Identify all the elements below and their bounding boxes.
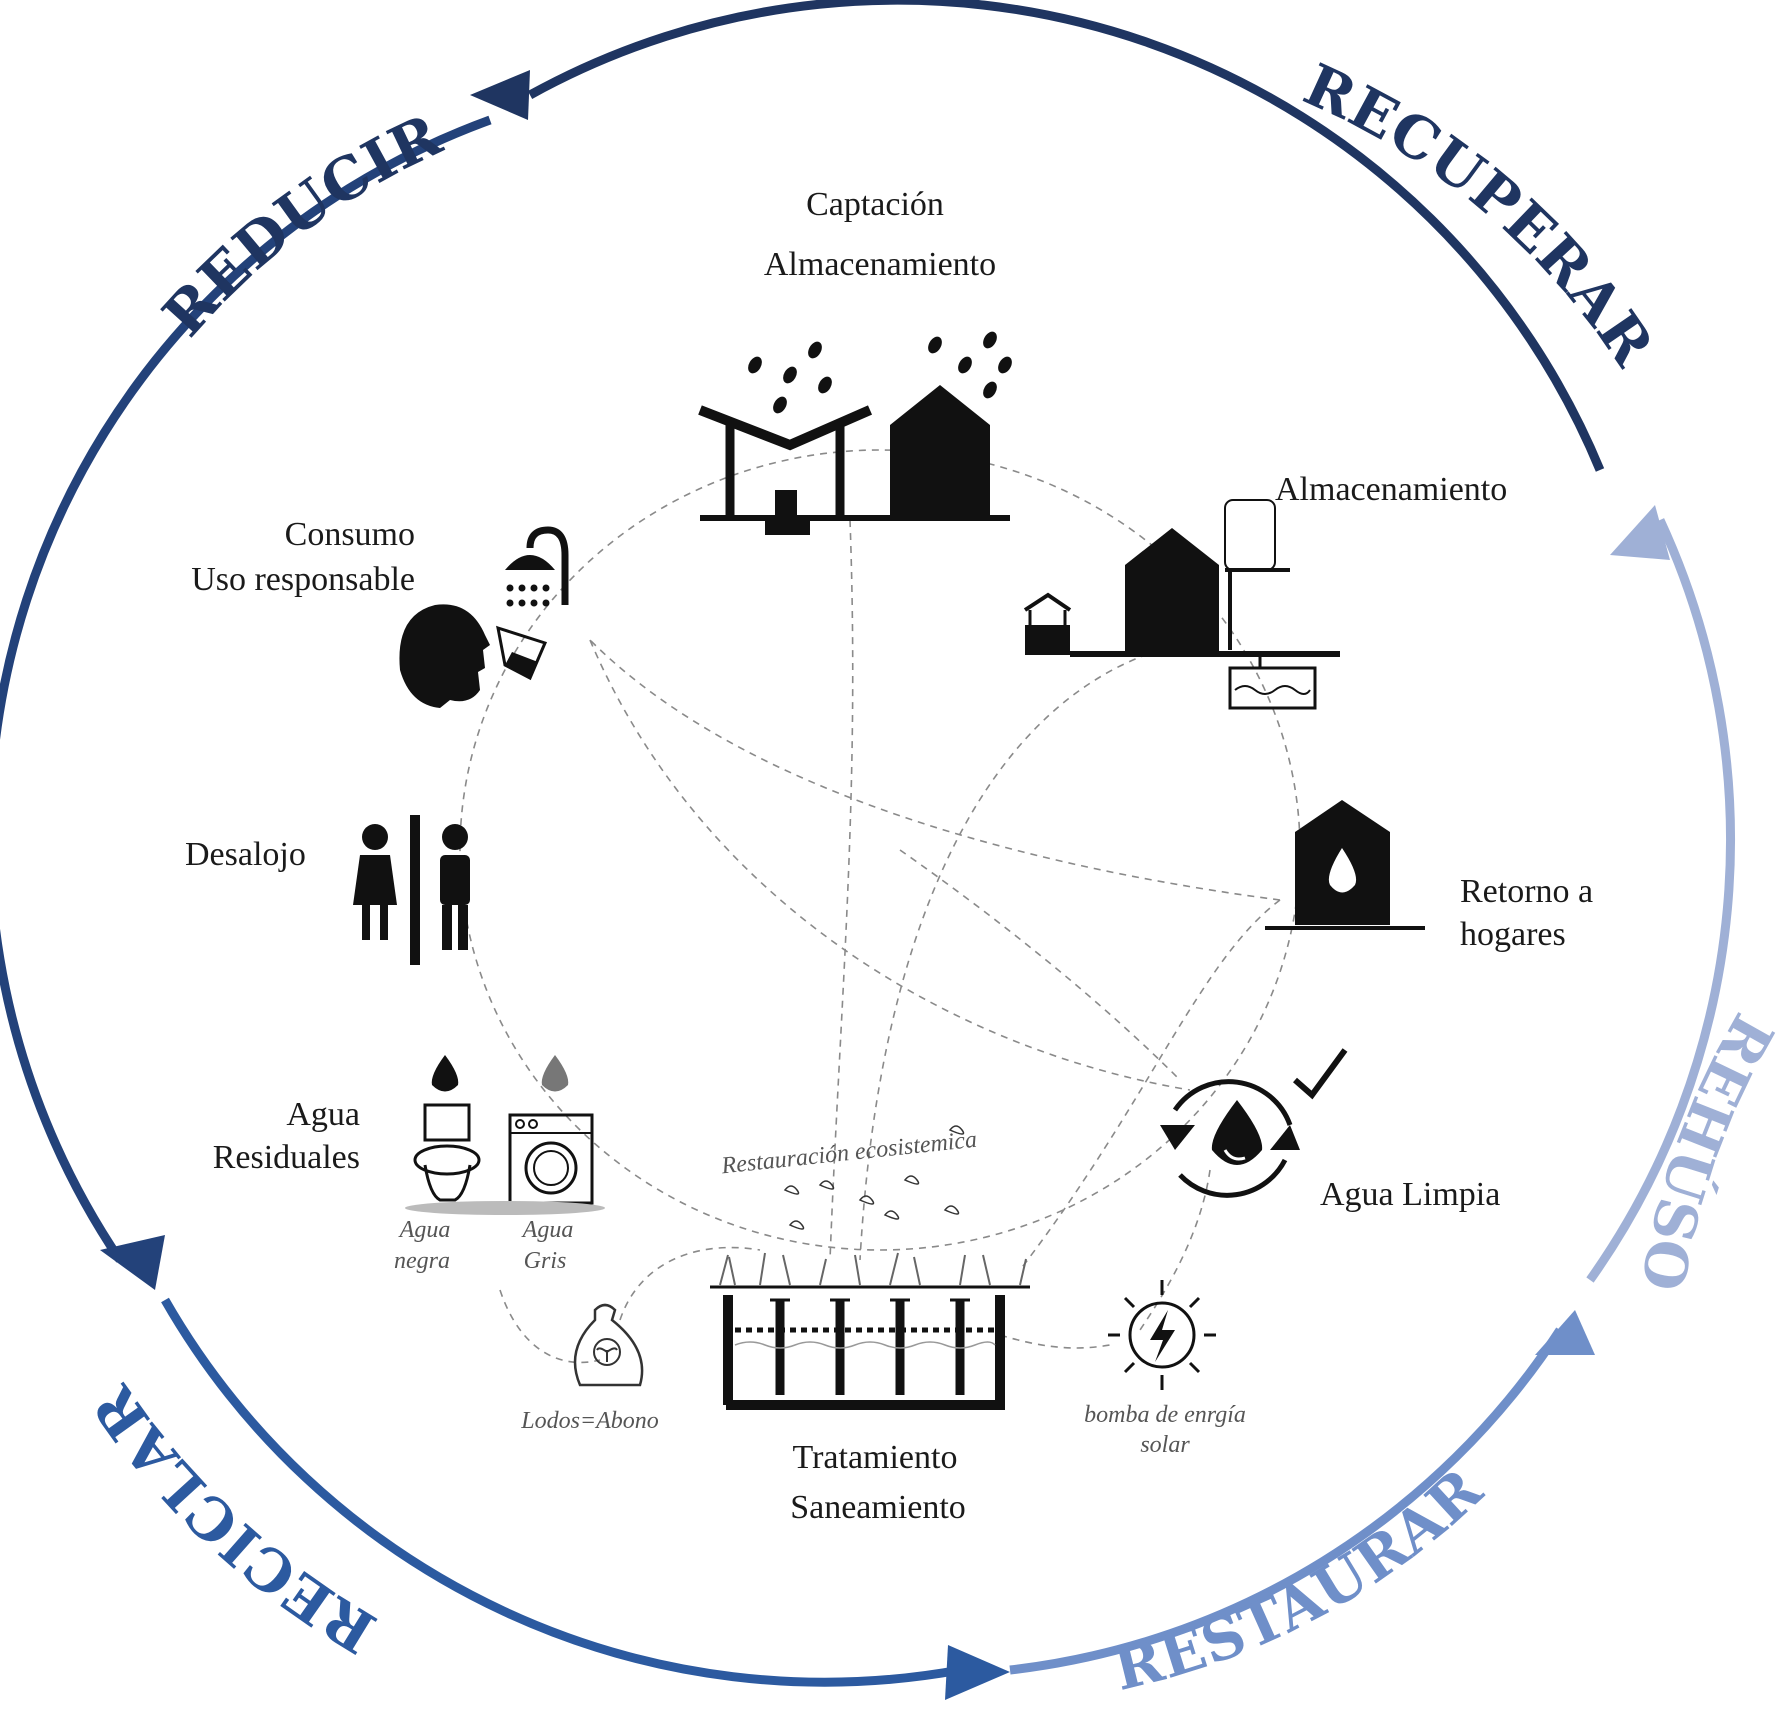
home-water-icon [1265, 800, 1425, 930]
compost-bag-icon [573, 1303, 644, 1387]
cycle-label-rehuso: REHÚSO [1627, 1003, 1784, 1297]
cycle-ring [0, 0, 1735, 1700]
flow-lodos-tratamiento [619, 1246, 761, 1321]
arrowhead-restaurar [945, 1645, 1010, 1700]
bomba-line1: bomba de enrgía [1084, 1402, 1246, 1428]
retorno-line2: hogares [1460, 916, 1566, 953]
wetland-grass-icon [710, 1252, 1030, 1289]
flow-captacion-tratamiento [829, 519, 854, 1261]
agua-gris-line1: Agua [521, 1217, 574, 1243]
rain-capture-icon [698, 331, 1012, 535]
consumo-subtitle: Uso responsable [191, 561, 415, 598]
shower-icon [505, 526, 569, 607]
arrowhead-restaurar-up [1535, 1310, 1595, 1355]
cycle-label-restaurar: RESTAURAR [1107, 1455, 1495, 1704]
captacion-title: Captación [806, 186, 944, 223]
flow-retorno-tratamiento [1019, 899, 1281, 1271]
agua-residuales-line1: Agua [286, 1096, 360, 1133]
agua-negra-line2: negra [394, 1248, 450, 1274]
butterflies-icon [783, 1125, 965, 1230]
arrowhead-reciclar [100, 1235, 165, 1290]
agua-residuales-line2: Residuales [213, 1139, 360, 1176]
ring-bottom-segment [161, 1297, 961, 1687]
cycle-label-reciclar: RECICLAR [79, 1373, 387, 1666]
storage-house-icon [1023, 499, 1340, 710]
toilet-washer-icon [405, 1055, 605, 1215]
desalojo-label: Desalojo [185, 836, 306, 873]
ring-bottom-right-segment [1009, 1327, 1564, 1675]
flow-consumo-limpia [589, 639, 1191, 1091]
ring-left-segment [0, 115, 492, 1263]
tratamiento-subtitle: Saneamiento [790, 1489, 966, 1526]
almacenamiento-label: Almacenamiento [1275, 471, 1507, 508]
agua-gris-line2: Gris [524, 1248, 567, 1274]
tratamiento-title: Tratamiento [793, 1439, 958, 1476]
ring-top-segment [527, 0, 1605, 472]
clean-water-recycle-icon [1160, 1048, 1348, 1198]
flow-limpia-bomba [1139, 1169, 1211, 1331]
captacion-subtitle: Almacenamiento [764, 246, 996, 283]
restauracion-label: Restauración ecosistemica [719, 1127, 978, 1180]
arrowhead-reducir [470, 70, 530, 120]
agua-limpia-label: Agua Limpia [1320, 1176, 1500, 1213]
flow-cross-limpia [899, 849, 1181, 1081]
flow-almacen-tratamiento [859, 649, 1161, 1261]
cycle-label-recuperar: RECUPERAR [1294, 50, 1667, 378]
consumo-title: Consumo [285, 516, 415, 553]
cycle-label-reducir: REDUCIR [150, 101, 452, 350]
retorno-line1: Retorno a [1460, 873, 1593, 910]
flow-retorno-consumo [589, 639, 1281, 901]
ring-right-segment [1586, 518, 1735, 1283]
flow-lines [459, 449, 1301, 1364]
flow-tratamiento-bomba [999, 1334, 1111, 1349]
solar-pump-icon [1108, 1280, 1216, 1390]
lodos-label: Lodos=Abono [520, 1408, 659, 1434]
treatment-tank-icon [723, 1295, 1005, 1410]
arrowhead-rehuso [1610, 505, 1670, 560]
flow-residuales-lodos [499, 1289, 601, 1364]
drinking-person-icon [399, 604, 548, 708]
agua-negra-line1: Agua [398, 1217, 451, 1243]
bomba-line2: solar [1140, 1432, 1190, 1458]
restroom-people-icon [353, 815, 470, 965]
